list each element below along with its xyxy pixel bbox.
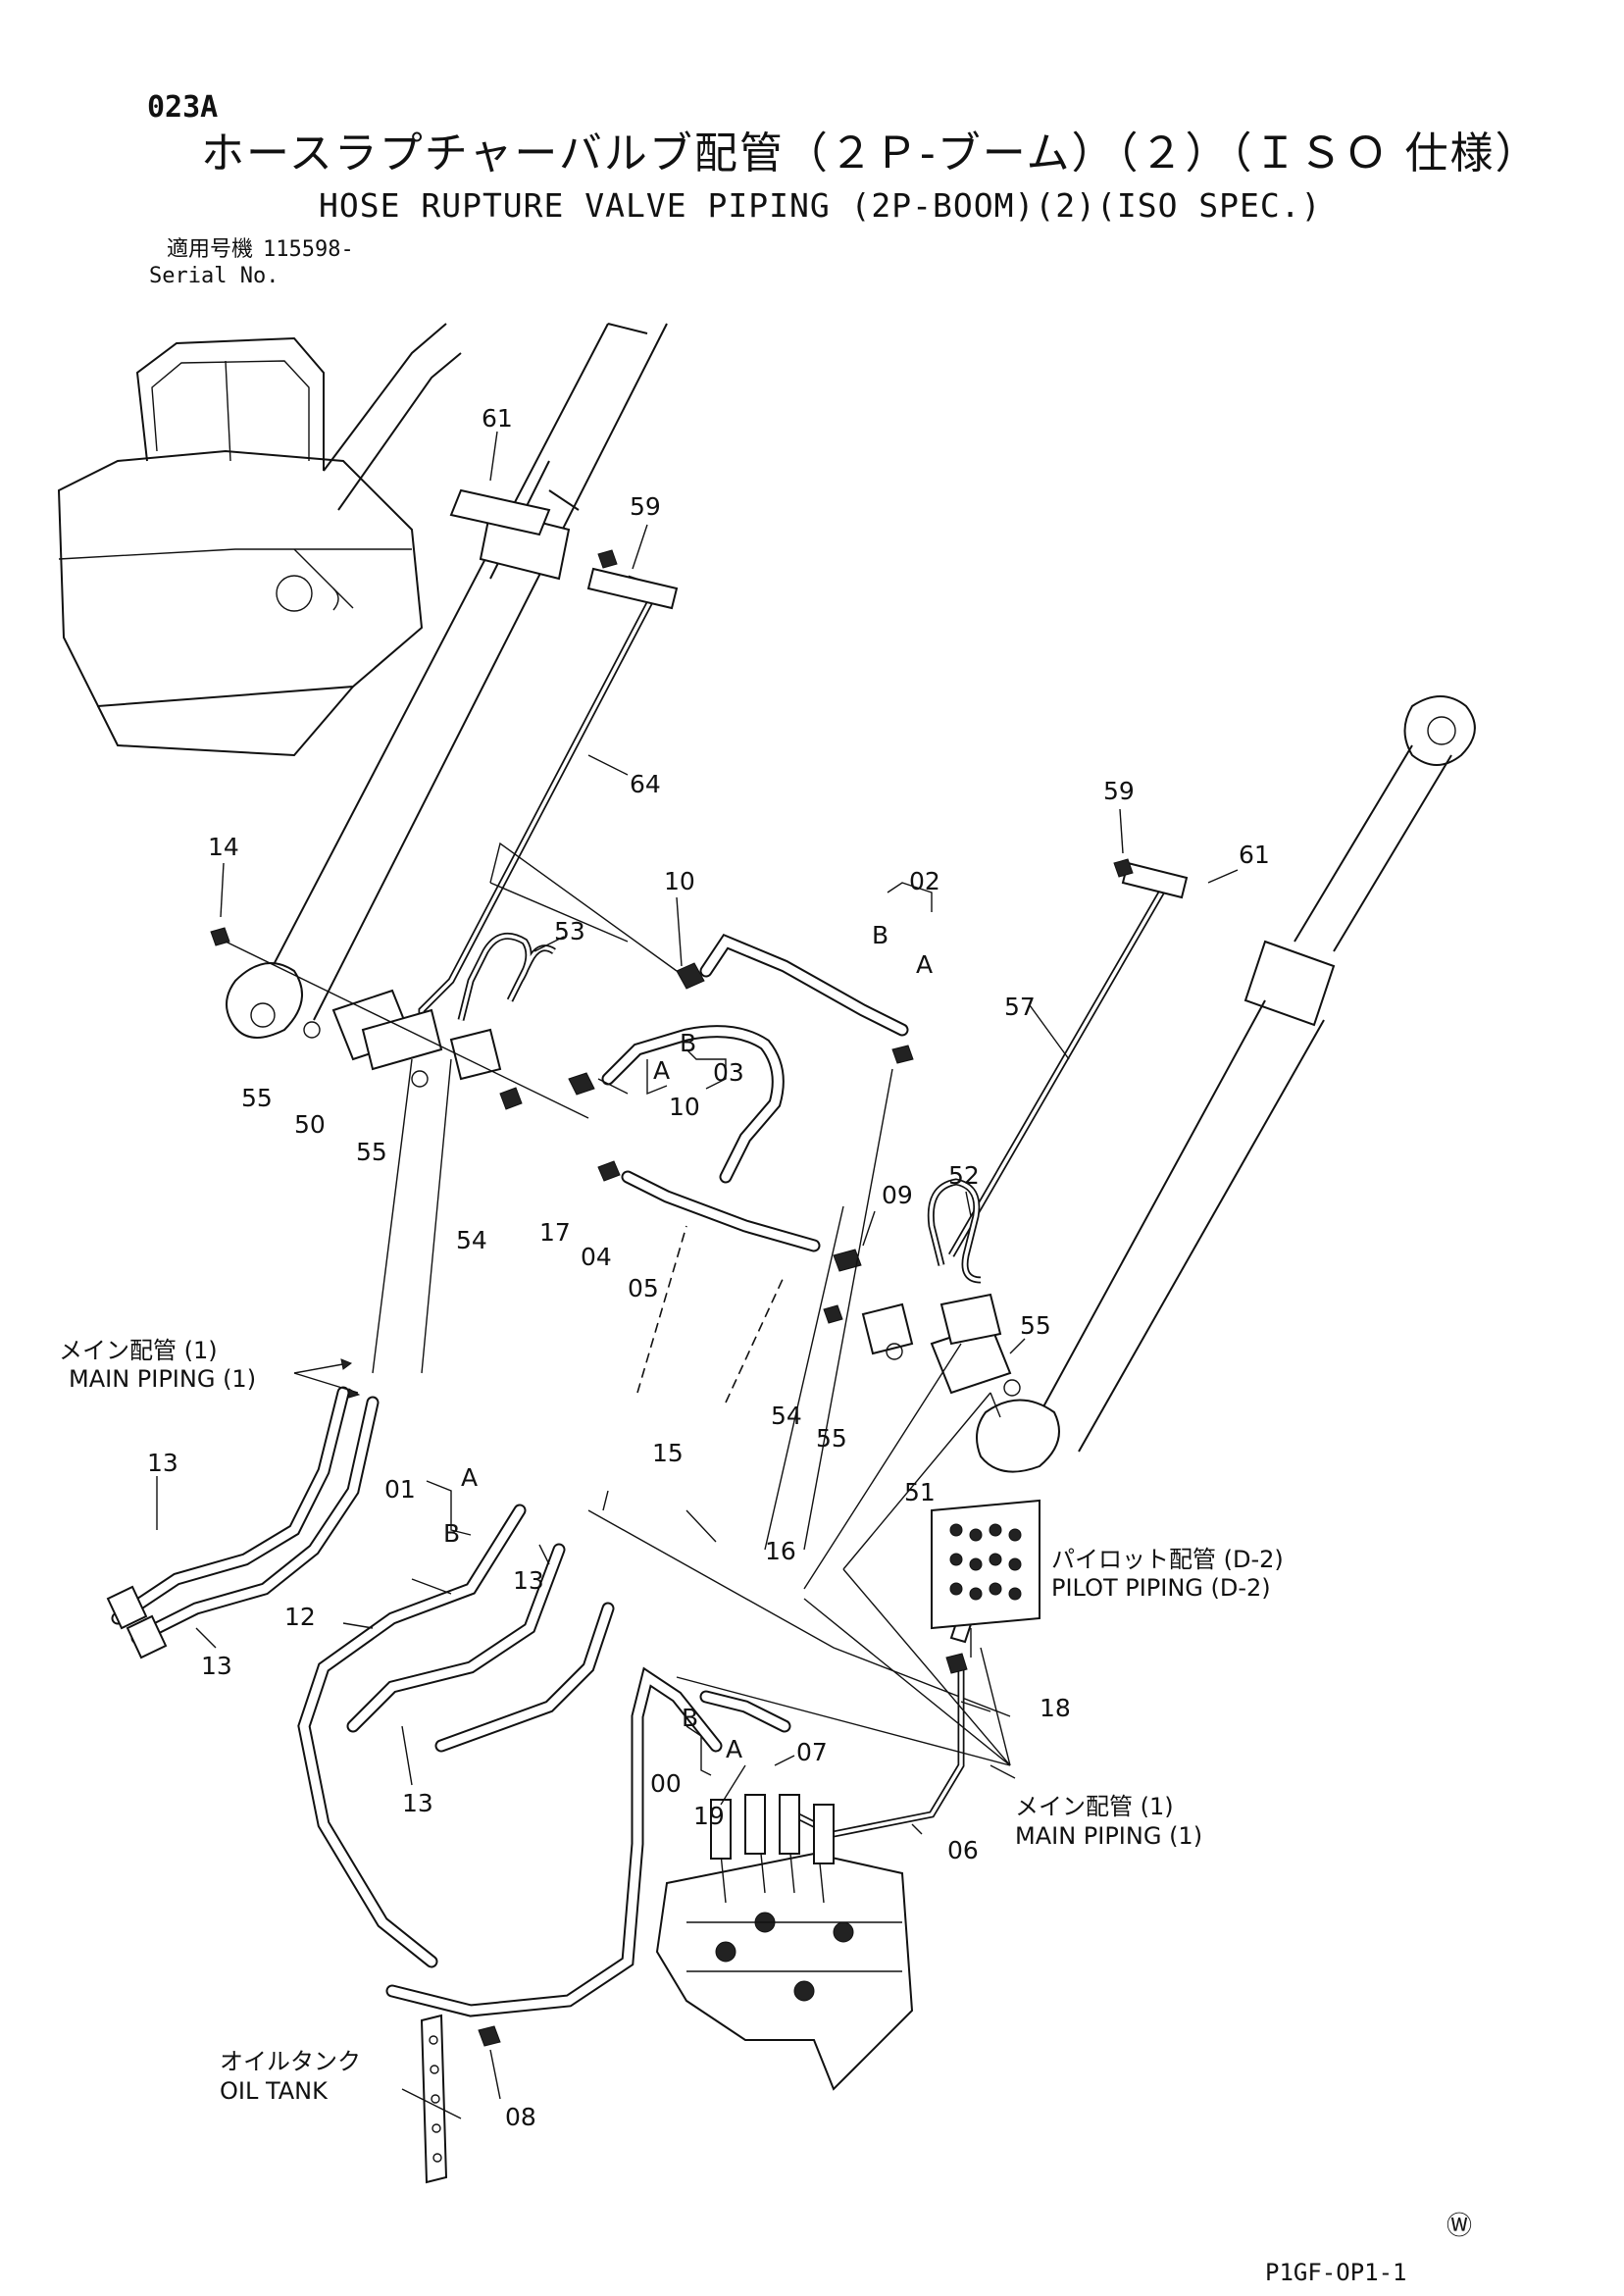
- callout-13-bottom: 13: [402, 1789, 433, 1817]
- callout-10-upper: 10: [664, 867, 695, 895]
- section-code: 023A: [147, 90, 219, 125]
- title-japanese: ホースラプチャーバルブ配管（２Ｐ-ブーム）（２）（ＩＳＯ 仕様）: [201, 128, 1541, 179]
- serial-label-english: Serial No.: [149, 264, 279, 288]
- callout-15: 15: [652, 1439, 684, 1467]
- left-rupture-valve: [303, 989, 523, 1110]
- callout-12: 12: [284, 1603, 316, 1631]
- callout-61-upper: 61: [482, 404, 513, 433]
- main-piping-left-japanese: メイン配管 (1): [59, 1337, 218, 1364]
- callout-59-right: 59: [1103, 777, 1135, 805]
- callout-04: 04: [581, 1243, 612, 1271]
- callout-57: 57: [1004, 993, 1036, 1021]
- callout-55-left-a: 55: [241, 1084, 273, 1112]
- pilot-piping-english: PILOT PIPING (D-2): [1051, 1574, 1271, 1602]
- right-rupture-valve: [823, 1293, 1021, 1397]
- callout-02: 02: [909, 867, 940, 895]
- callout-01-b: B: [443, 1519, 460, 1548]
- callout-54-left: 54: [456, 1226, 487, 1254]
- callout-61-right: 61: [1239, 841, 1270, 869]
- title-english: HOSE RUPTURE VALVE PIPING (2P-BOOM)(2)(I…: [319, 186, 1322, 225]
- callout-51: 51: [904, 1478, 936, 1506]
- callout-52: 52: [948, 1161, 980, 1190]
- callout-13-middle: 13: [513, 1566, 544, 1595]
- control-valve: [655, 1794, 914, 2091]
- callout-03-b: B: [680, 1029, 696, 1057]
- callout-01: 01: [384, 1475, 416, 1504]
- callout-64: 64: [630, 770, 661, 798]
- excavator-overview: [57, 323, 462, 757]
- callout-01-a: A: [461, 1463, 478, 1492]
- oil-tank-english: OIL TANK: [220, 2077, 328, 2105]
- callout-03-a: A: [653, 1056, 670, 1085]
- right-boom-cylinder: [976, 695, 1476, 1473]
- callout-03: 03: [713, 1058, 744, 1087]
- callout-10-lower: 10: [669, 1093, 700, 1121]
- callout-17: 17: [539, 1218, 571, 1247]
- main-piping-left-english: MAIN PIPING (1): [69, 1365, 257, 1393]
- serial-label-japanese: 適用号機: [167, 237, 254, 262]
- drawing-number: P1GF-OP1-1: [1265, 2259, 1407, 2286]
- callout-54-right: 54: [771, 1402, 802, 1430]
- pilot-piping-japanese: パイロット配管 (D-2): [1051, 1546, 1284, 1573]
- callout-02-b: B: [872, 921, 888, 949]
- callout-55-right-b: 55: [816, 1424, 847, 1453]
- callout-02-a: A: [916, 950, 933, 979]
- callout-00-a: A: [726, 1735, 742, 1763]
- serial-value: 115598-: [263, 237, 354, 262]
- callout-07: 07: [796, 1738, 828, 1766]
- main-piping-right-english: MAIN PIPING (1): [1015, 1822, 1203, 1850]
- callout-16: 16: [765, 1537, 796, 1565]
- callout-14: 14: [208, 833, 239, 861]
- oil-tank-japanese: オイルタンク: [220, 2048, 361, 2075]
- callout-50: 50: [294, 1110, 326, 1139]
- callout-06: 06: [947, 1836, 979, 1864]
- callout-18: 18: [1040, 1694, 1071, 1722]
- callout-00: 00: [650, 1769, 682, 1798]
- main-piping-right-japanese: メイン配管 (1): [1015, 1793, 1174, 1820]
- pilot-valve-block: [931, 1499, 1040, 1658]
- callout-53: 53: [554, 917, 585, 945]
- callout-19: 19: [693, 1802, 725, 1830]
- callout-55-left-b: 55: [356, 1138, 387, 1166]
- callout-13-upper-left: 13: [147, 1449, 178, 1477]
- callout-08: 08: [505, 2103, 536, 2131]
- callout-09: 09: [882, 1181, 913, 1209]
- w-mark-icon: Ⓦ: [1446, 2212, 1473, 2241]
- callout-13-lower-left: 13: [201, 1652, 232, 1680]
- oil-tank-bracket: [401, 2014, 501, 2184]
- callout-05: 05: [628, 1274, 659, 1302]
- callout-00-b: B: [682, 1704, 698, 1732]
- callout-55-right-a: 55: [1020, 1311, 1051, 1340]
- callout-59-upper: 59: [630, 492, 661, 521]
